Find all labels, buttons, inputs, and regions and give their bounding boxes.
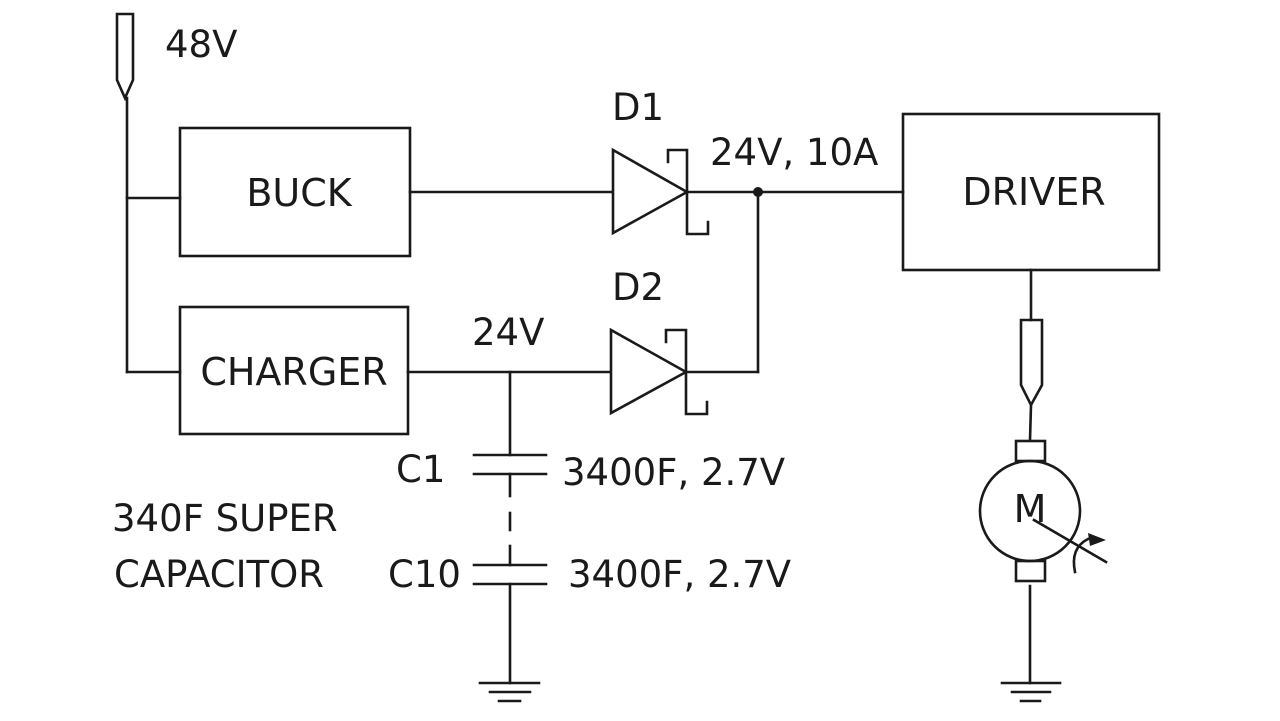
motor-connector-icon: [1019, 318, 1044, 408]
driver-block: DRIVER: [901, 112, 1161, 272]
diode-d1-label: D1: [612, 86, 664, 129]
ground-icon: [478, 681, 541, 703]
capacitor-c10-label: C10: [388, 553, 461, 596]
input-connector-icon: [115, 12, 135, 102]
capacitor-c1-label: C1: [396, 448, 445, 491]
output-rail-label: 24V, 10A: [710, 131, 878, 174]
capacitor-c1-icon: [472, 453, 548, 476]
ground-icon: [1000, 681, 1062, 703]
driver-label: DRIVER: [962, 170, 1105, 214]
capacitor-c10-value: 3400F, 2.7V: [568, 553, 791, 596]
charger-label: CHARGER: [200, 350, 387, 394]
input-voltage-label: 48V: [165, 23, 237, 66]
charger-block: CHARGER: [178, 305, 410, 436]
capacitor-bank-label-line1: 340F SUPER: [112, 497, 338, 540]
capacitor-bank: [472, 370, 548, 703]
motor-label: M: [1014, 487, 1047, 531]
input-bus-wire: [125, 96, 182, 374]
buck-label: BUCK: [246, 171, 352, 215]
variable-arrow-icon: [1032, 518, 1108, 564]
connector-to-motor-wire: [1028, 403, 1033, 442]
capacitor-bank-label-line2: CAPACITOR: [114, 553, 324, 596]
buck-block: BUCK: [178, 126, 412, 258]
capacitor-c1-value: 3400F, 2.7V: [562, 451, 785, 494]
diode-d2-label: D2: [612, 266, 664, 309]
capacitor-c10-icon: [472, 563, 548, 586]
charger-output-label: 24V: [472, 311, 544, 354]
motor-icon: M: [978, 439, 1108, 583]
